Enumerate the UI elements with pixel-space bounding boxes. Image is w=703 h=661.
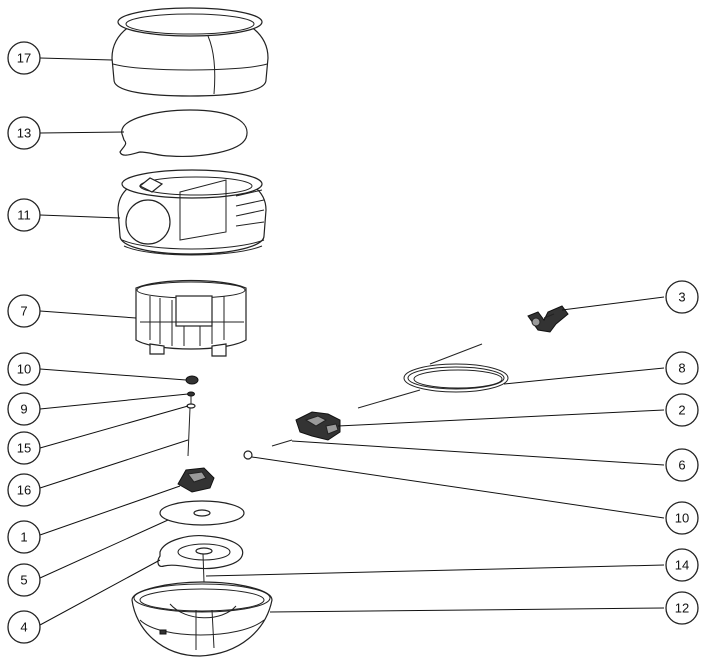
callout-14: 14	[665, 548, 699, 582]
callout-9-label: 9	[20, 402, 27, 417]
callout-4: 4	[7, 610, 41, 644]
callout-13: 13	[7, 116, 41, 150]
part-2-clip	[295, 411, 341, 441]
callout-10-upper: 10	[7, 352, 41, 386]
callout-3: 3	[665, 280, 699, 314]
callout-2: 2	[665, 393, 699, 427]
callout-7: 7	[7, 294, 41, 328]
callout-17: 17	[7, 41, 41, 75]
callout-4-label: 4	[20, 620, 27, 635]
callout-7-label: 7	[20, 304, 27, 319]
callout-13-label: 13	[17, 126, 31, 141]
part-9-15-16-screw-assembly	[186, 391, 196, 457]
callout-1-label: 1	[20, 530, 27, 545]
callout-2-label: 2	[678, 403, 685, 418]
part-11-housing	[117, 169, 267, 256]
callout-6: 6	[665, 448, 699, 482]
callout-5: 5	[7, 563, 41, 597]
part-13-gasket	[119, 109, 248, 157]
part-5-disc	[159, 500, 245, 526]
part-10-nut-upper	[185, 375, 199, 385]
part-3-connector	[527, 305, 569, 333]
callout-16-label: 16	[17, 483, 31, 498]
callout-12-label: 12	[675, 601, 689, 616]
callout-1: 1	[7, 520, 41, 554]
part-1-bracket	[177, 467, 215, 493]
callout-15: 15	[7, 431, 41, 465]
callout-9: 9	[7, 392, 41, 426]
callout-14-label: 14	[675, 558, 689, 573]
callout-10-upper-label: 10	[17, 362, 31, 377]
callout-8-label: 8	[678, 361, 685, 376]
callout-10-lower: 10	[665, 501, 699, 535]
callout-11-label: 11	[17, 208, 31, 223]
callout-6-label: 6	[678, 458, 685, 473]
part-6-pin	[271, 439, 293, 447]
part-12-base-bowl	[131, 581, 273, 657]
part-17-cover	[111, 7, 269, 97]
part-8-cable-coil	[357, 343, 509, 409]
part-7-chassis	[135, 279, 247, 357]
callout-8: 8	[665, 351, 699, 385]
callout-11: 11	[7, 198, 41, 232]
callout-10-lower-label: 10	[675, 511, 689, 526]
leader-lines	[39, 57, 665, 626]
callout-12: 12	[665, 591, 699, 625]
callout-15-label: 15	[17, 441, 31, 456]
callout-5-label: 5	[20, 573, 27, 588]
callout-3-label: 3	[678, 290, 685, 305]
callout-17-label: 17	[17, 51, 31, 66]
part-10-nut-lower	[243, 450, 253, 460]
callout-16: 16	[7, 473, 41, 507]
part-4-base-disc	[157, 535, 244, 570]
